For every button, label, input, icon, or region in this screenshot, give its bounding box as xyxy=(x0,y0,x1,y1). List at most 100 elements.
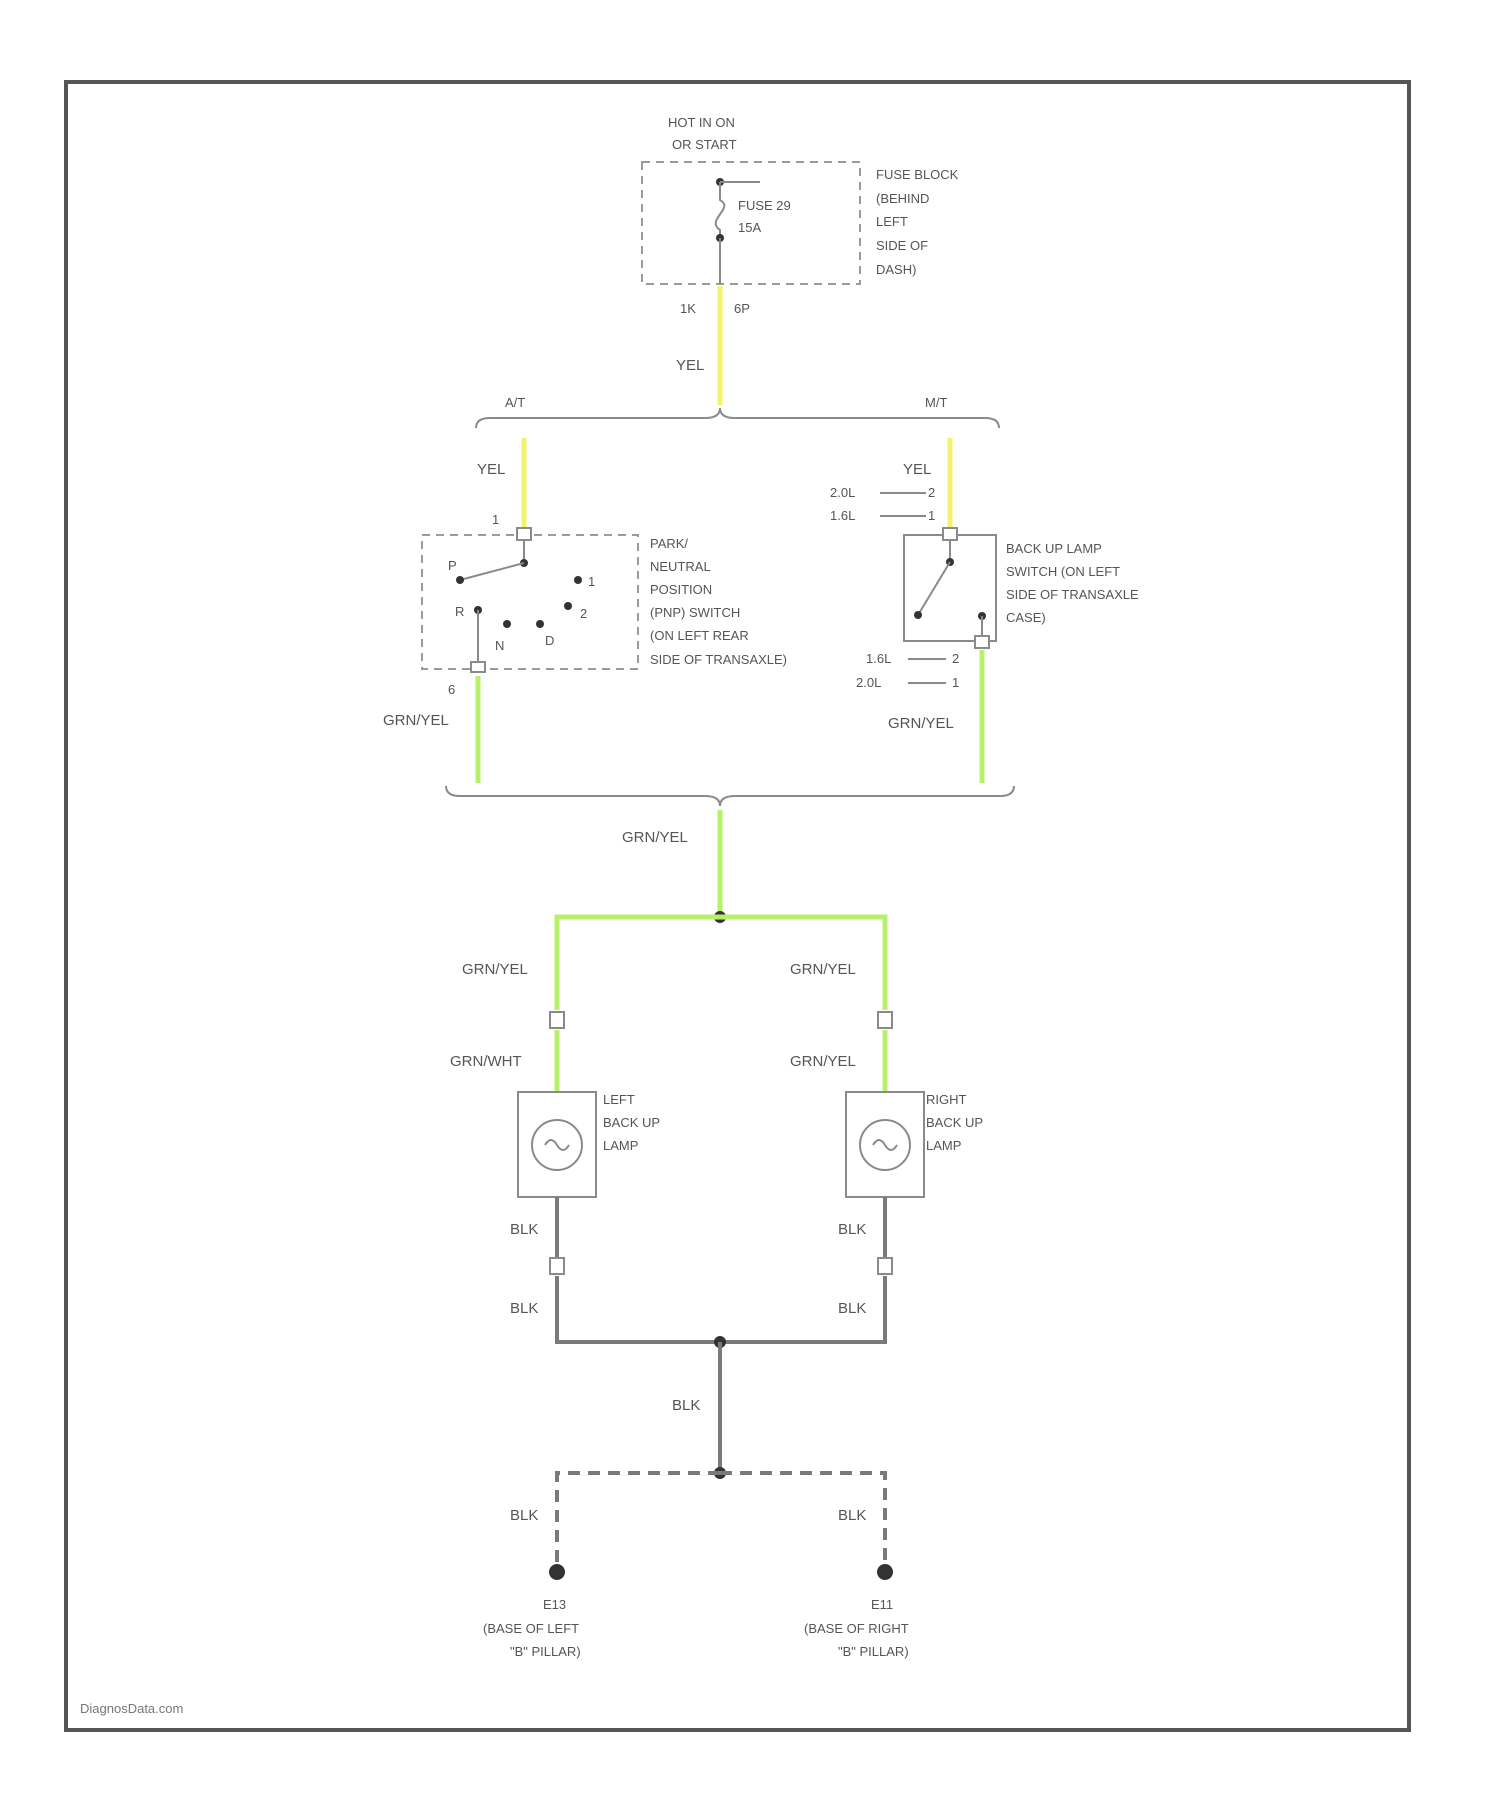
pnp-contact-p xyxy=(456,576,464,584)
left-blk-label-2: BLK xyxy=(510,1300,538,1317)
left-lamp-grn-label: GRN/YEL xyxy=(462,961,528,978)
fuse-pin-right: 6P xyxy=(734,301,750,316)
right-ground-point xyxy=(877,1564,893,1580)
right-blk-connector xyxy=(878,1258,892,1274)
left-ground-point xyxy=(549,1564,565,1580)
transmission-brace xyxy=(476,408,999,428)
left-lamp-name-3: LAMP xyxy=(603,1138,638,1153)
pnp-grn-label: GRN/YEL xyxy=(383,712,449,729)
left-blk-connector xyxy=(550,1258,564,1274)
yel-feed-label: YEL xyxy=(676,357,704,374)
right-lamp-grn-label-2: GRN/YEL xyxy=(790,1053,856,1070)
pnp-contact-n xyxy=(503,620,511,628)
bus-bottom-connector xyxy=(975,636,989,648)
bus-open-contact xyxy=(914,611,922,619)
right-lamp-name-2: BACK UP xyxy=(926,1115,983,1130)
right-blk-label-2: BLK xyxy=(838,1300,866,1317)
bus-name-4: CASE) xyxy=(1006,610,1046,625)
right-ground-blk-label: BLK xyxy=(838,1507,866,1524)
left-lamp-grnwht-label: GRN/WHT xyxy=(450,1053,522,1070)
pnp-switch: 1 P 1 R N D 2 6 PARK/ NEUTRAL POSITION (… xyxy=(422,512,787,697)
left-ground-location-1: (BASE OF LEFT xyxy=(483,1621,579,1636)
bus-pin-bottom-val-2: 1 xyxy=(952,675,959,690)
pnp-name-5: (ON LEFT REAR xyxy=(650,628,749,643)
pnp-contact-2 xyxy=(564,602,572,610)
bus-pin-bottom-val-1: 2 xyxy=(952,651,959,666)
pnp-switch-outline xyxy=(422,535,638,669)
left-ground-blk-label: BLK xyxy=(510,1507,538,1524)
blk-join-wire xyxy=(557,1276,885,1342)
fuse-label-2: 15A xyxy=(738,220,761,235)
bus-grn-label: GRN/YEL xyxy=(888,715,954,732)
right-lamp-grn-label: GRN/YEL xyxy=(790,961,856,978)
power-label-1: HOT IN ON xyxy=(668,115,735,130)
fuse-block: HOT IN ON OR START FUSE 29 15A FUSE BLOC… xyxy=(642,115,959,316)
pnp-name-1: PARK/ xyxy=(650,536,688,551)
fuse-location-2: (BEHIND xyxy=(876,191,929,206)
right-ground-id: E11 xyxy=(871,1597,893,1612)
left-ground-location-2: "B" PILLAR) xyxy=(510,1644,581,1659)
mt-yel-label: YEL xyxy=(903,461,931,478)
fuse-location-3: LEFT xyxy=(876,214,908,229)
pnp-pos-1: 1 xyxy=(588,574,595,589)
right-lamp-name-1: RIGHT xyxy=(926,1092,967,1107)
merged-grn-label: GRN/YEL xyxy=(622,829,688,846)
right-ground-location-1: (BASE OF RIGHT xyxy=(804,1621,909,1636)
left-lamp-name-2: BACK UP xyxy=(603,1115,660,1130)
pnp-contact-d xyxy=(536,620,544,628)
bus-name-3: SIDE OF TRANSAXLE xyxy=(1006,587,1139,602)
mt-label: M/T xyxy=(925,395,947,410)
left-lamp-blk-label: BLK xyxy=(510,1221,538,1238)
bus-pin-bottom-2: 2.0L xyxy=(856,675,881,690)
fuse-pin-left: 1K xyxy=(680,301,696,316)
fuse-location-1: FUSE BLOCK xyxy=(876,167,959,182)
right-lamp-name-3: LAMP xyxy=(926,1138,961,1153)
pnp-pos-p: P xyxy=(448,558,457,573)
left-lamp-name-1: LEFT xyxy=(603,1092,635,1107)
diagram-frame xyxy=(66,82,1409,1730)
fuse-location-5: DASH) xyxy=(876,262,916,277)
right-lamp-blk-label: BLK xyxy=(838,1221,866,1238)
bus-pin-top-2: 1.6L xyxy=(830,508,855,523)
bus-name-1: BACK UP LAMP xyxy=(1006,541,1102,556)
left-lamp-grn-wire xyxy=(557,917,720,1010)
backup-lamp-switch: 2.0L 1.6L 2 1 BACK UP LAMP SWITCH (ON LE… xyxy=(830,485,1139,690)
pnp-pos-2: 2 xyxy=(580,606,587,621)
pnp-wiper xyxy=(460,563,524,580)
right-lamp-connector xyxy=(878,1012,892,1028)
pnp-pos-r: R xyxy=(455,604,464,619)
pnp-name-4: (PNP) SWITCH xyxy=(650,605,740,620)
right-backup-lamp: RIGHT BACK UP LAMP xyxy=(846,1092,983,1197)
left-backup-lamp: LEFT BACK UP LAMP xyxy=(518,1092,660,1197)
pnp-pos-n: N xyxy=(495,638,504,653)
bus-pin-top-val-1: 2 xyxy=(928,485,935,500)
power-label-2: OR START xyxy=(672,137,737,152)
pnp-name-6: SIDE OF TRANSAXLE) xyxy=(650,652,787,667)
footer-watermark: DiagnosData.com xyxy=(80,1701,183,1716)
pnp-top-connector xyxy=(517,528,531,540)
pnp-pos-d: D xyxy=(545,633,554,648)
bus-pin-top-1: 2.0L xyxy=(830,485,855,500)
fuse-icon xyxy=(716,182,725,238)
left-ground-id: E13 xyxy=(543,1597,566,1612)
bus-name-2: SWITCH (ON LEFT xyxy=(1006,564,1120,579)
at-yel-label: YEL xyxy=(477,461,505,478)
bus-pin-bottom-1: 1.6L xyxy=(866,651,891,666)
pnp-pin-bottom: 6 xyxy=(448,682,455,697)
merge-brace xyxy=(446,786,1014,806)
bus-pin-top-val-2: 1 xyxy=(928,508,935,523)
pnp-bottom-connector xyxy=(471,662,485,672)
fuse-location-4: SIDE OF xyxy=(876,238,928,253)
bus-top-connector xyxy=(943,528,957,540)
pnp-name-2: NEUTRAL xyxy=(650,559,711,574)
at-label: A/T xyxy=(505,395,525,410)
pnp-pin-top: 1 xyxy=(492,512,499,527)
pnp-name-3: POSITION xyxy=(650,582,712,597)
right-ground-location-2: "B" PILLAR) xyxy=(838,1644,909,1659)
blk-main-label: BLK xyxy=(672,1397,700,1414)
left-lamp-connector xyxy=(550,1012,564,1028)
left-ground-wire xyxy=(557,1473,720,1572)
pnp-contact-1 xyxy=(574,576,582,584)
fuse-label-1: FUSE 29 xyxy=(738,198,791,213)
